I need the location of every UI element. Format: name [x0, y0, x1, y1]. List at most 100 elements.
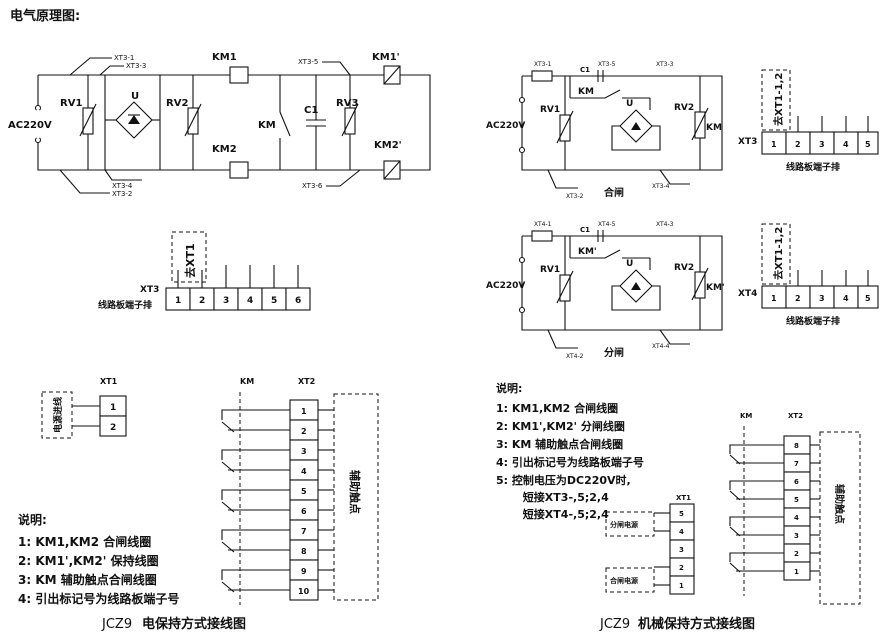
- close-xt-3: XT3-3: [656, 61, 674, 68]
- power-in-label: 电源进线: [52, 397, 64, 433]
- right-xt3-jumper: 去XT1-1,2: [772, 73, 785, 126]
- right-xt3-tag: XT3: [738, 137, 757, 147]
- rectifier-diode-icon: [128, 115, 140, 124]
- left-xt2-cell-6: 6: [301, 507, 307, 516]
- xt3-5-label: XT3-5: [298, 58, 318, 66]
- open-xt-3: XT4-3: [656, 221, 674, 228]
- left-xt2-cell-9: 9: [301, 567, 307, 576]
- right-xt2: KM XT2 辅助触点 8 7 6 5 4 3 2 1: [729, 412, 861, 605]
- right-xt2-cell-3: 3: [794, 532, 799, 540]
- left-xt2-tag: XT2: [298, 377, 315, 386]
- right-xt4-cell-2: 2: [795, 294, 801, 303]
- rv3-label: RV3: [336, 98, 358, 109]
- u-label: U: [131, 91, 139, 102]
- km2-label: KM2: [212, 144, 237, 155]
- left-xt2-cell-10: 10: [298, 587, 310, 596]
- close-supply-box: [605, 567, 655, 593]
- xt3-cell-1: 1: [175, 296, 181, 306]
- right-xt2-km-tag: KM: [740, 412, 752, 420]
- left-xt2-cell-5: 5: [301, 487, 307, 496]
- open-supply-label: 分闸电源: [610, 520, 638, 529]
- aux-contact-label: 辅助触点: [348, 470, 362, 514]
- right-note-3: 3: KM 辅助触点合闸线圈: [496, 437, 623, 451]
- right-xt3-cell-3: 3: [819, 140, 825, 149]
- right-note-5b: 短接XT4-,5;2,4: [496, 507, 609, 521]
- left-main-loop: [37, 74, 431, 171]
- xt3-4-label: XT3-4: [112, 182, 133, 190]
- c1-label: C1: [304, 105, 318, 116]
- left-note-1: 1: KM1,KM2 合闸线圈: [18, 534, 151, 549]
- xt3-3-label: XT3-3: [126, 62, 146, 70]
- right-xt1-cell-1: 1: [679, 582, 684, 590]
- left-xt2-cell-1: 1: [301, 407, 307, 416]
- power-in-box: [41, 391, 73, 439]
- xt3-cell-4: 4: [247, 296, 253, 306]
- left-xt2-km-tag: KM: [240, 377, 254, 386]
- xt3-tag: XT3: [140, 285, 159, 295]
- jumper-box: [171, 231, 207, 283]
- xt3-1-label: XT3-1: [114, 54, 134, 62]
- right-xt1-cell-3: 3: [679, 546, 684, 554]
- left-xt1: XT1 电源进线 1 2: [41, 377, 127, 439]
- ac-terminal-bottom: [34, 136, 42, 144]
- close-u-label: U: [626, 99, 633, 109]
- right-xt4-tag: XT4: [738, 289, 757, 299]
- close-supply-label: 合闸电源: [609, 576, 638, 585]
- open-xt-4: XT4-4: [652, 343, 670, 350]
- jumper-label: 去XT1: [183, 243, 197, 278]
- right-xt2-tag: XT2: [788, 412, 803, 420]
- left-note-4: 4: 引出标记号为线路板端子号: [18, 591, 179, 606]
- right-xt4-cell-1: 1: [771, 294, 777, 303]
- close-xt-1: XT3-1: [534, 61, 552, 68]
- close-rv2-label: RV2: [674, 103, 694, 113]
- xt3-strip-name: 线路板端子排: [98, 299, 152, 311]
- right-note-1: 1: KM1,KM2 合闸线圈: [496, 401, 618, 415]
- left-xt3-cells: 1 2 3 4 5 6: [165, 265, 311, 311]
- open-xt-2: XT4-2: [566, 353, 584, 360]
- km2-coil: [229, 161, 249, 179]
- left-xt2-cell-8: 8: [301, 547, 307, 556]
- left-xt2-contacts: [221, 409, 334, 593]
- left-xt2-cell-4: 4: [301, 467, 307, 476]
- open-xt-1: XT4-1: [534, 221, 552, 228]
- ac-terminal-top: [34, 104, 42, 112]
- open-u-label: U: [626, 259, 633, 269]
- open-fuse: [531, 230, 553, 242]
- open-name: 分闸: [604, 346, 624, 359]
- xt3-cell-2: 2: [199, 296, 205, 306]
- left-xt2: KM XT2 辅助触点 1 2 3 4 5 6 7 8 9 10: [221, 377, 379, 605]
- right-notes: 说明: 1: KM1,KM2 合闸线圈 2: KM1',KM2' 分闸线圈 3:…: [496, 381, 644, 521]
- right-xt2-cell-8: 8: [794, 442, 799, 450]
- right-xt1: XT1 5 4 3 2 1 分闸电源 合闸电源: [605, 494, 695, 595]
- right-xt4-jumper: 去XT1-1,2: [772, 227, 785, 280]
- right-xt2-cell-7: 7: [794, 460, 799, 468]
- right-xt1-tag: XT1: [676, 494, 691, 502]
- open-rv2-label: RV2: [674, 263, 694, 273]
- close-rv1-label: RV1: [540, 105, 560, 115]
- close-schematic: AC220V XT3-1 C1 XT3-5 XT3-3 KM RV1 U RV2…: [486, 61, 723, 200]
- right-xt2-cell-2: 2: [794, 550, 799, 558]
- right-aux-label: 辅助触点: [833, 484, 846, 524]
- open-xt-5: XT4-5: [598, 221, 616, 228]
- left-caption: 电保持方式接线图: [142, 616, 246, 632]
- right-xt3-cell-2: 2: [795, 140, 801, 149]
- close-xt-4: XT3-4: [652, 183, 670, 190]
- right-xt2-cell-1: 1: [794, 568, 799, 576]
- right-xt3-cell-4: 4: [843, 140, 849, 149]
- right-notes-title: 说明:: [496, 381, 522, 395]
- close-km-contact: KM: [578, 87, 594, 97]
- left-schematic: AC220V RV1 U RV2 KM1 KM2 KM: [8, 52, 431, 198]
- close-fuse: [531, 70, 553, 82]
- left-xt1-tag: XT1: [100, 377, 118, 386]
- left-notes-title: 说明:: [18, 512, 47, 527]
- open-c1-label: C1: [580, 226, 590, 234]
- xt3-2-label: XT3-2: [112, 190, 132, 198]
- right-xt4-strip: 去XT1-1,2 XT4 1 2 3 4 5 线路板端子排: [738, 223, 879, 327]
- left-note-3: 3: KM 辅助触点合闸线圈: [18, 572, 157, 587]
- left-xt1-cell-2: 2: [110, 423, 116, 433]
- close-xt-2: XT3-2: [566, 193, 584, 200]
- left-xt2-cell-3: 3: [301, 447, 307, 456]
- right-xt3-cell-1: 1: [771, 140, 777, 149]
- left-xt2-cell-2: 2: [301, 427, 307, 436]
